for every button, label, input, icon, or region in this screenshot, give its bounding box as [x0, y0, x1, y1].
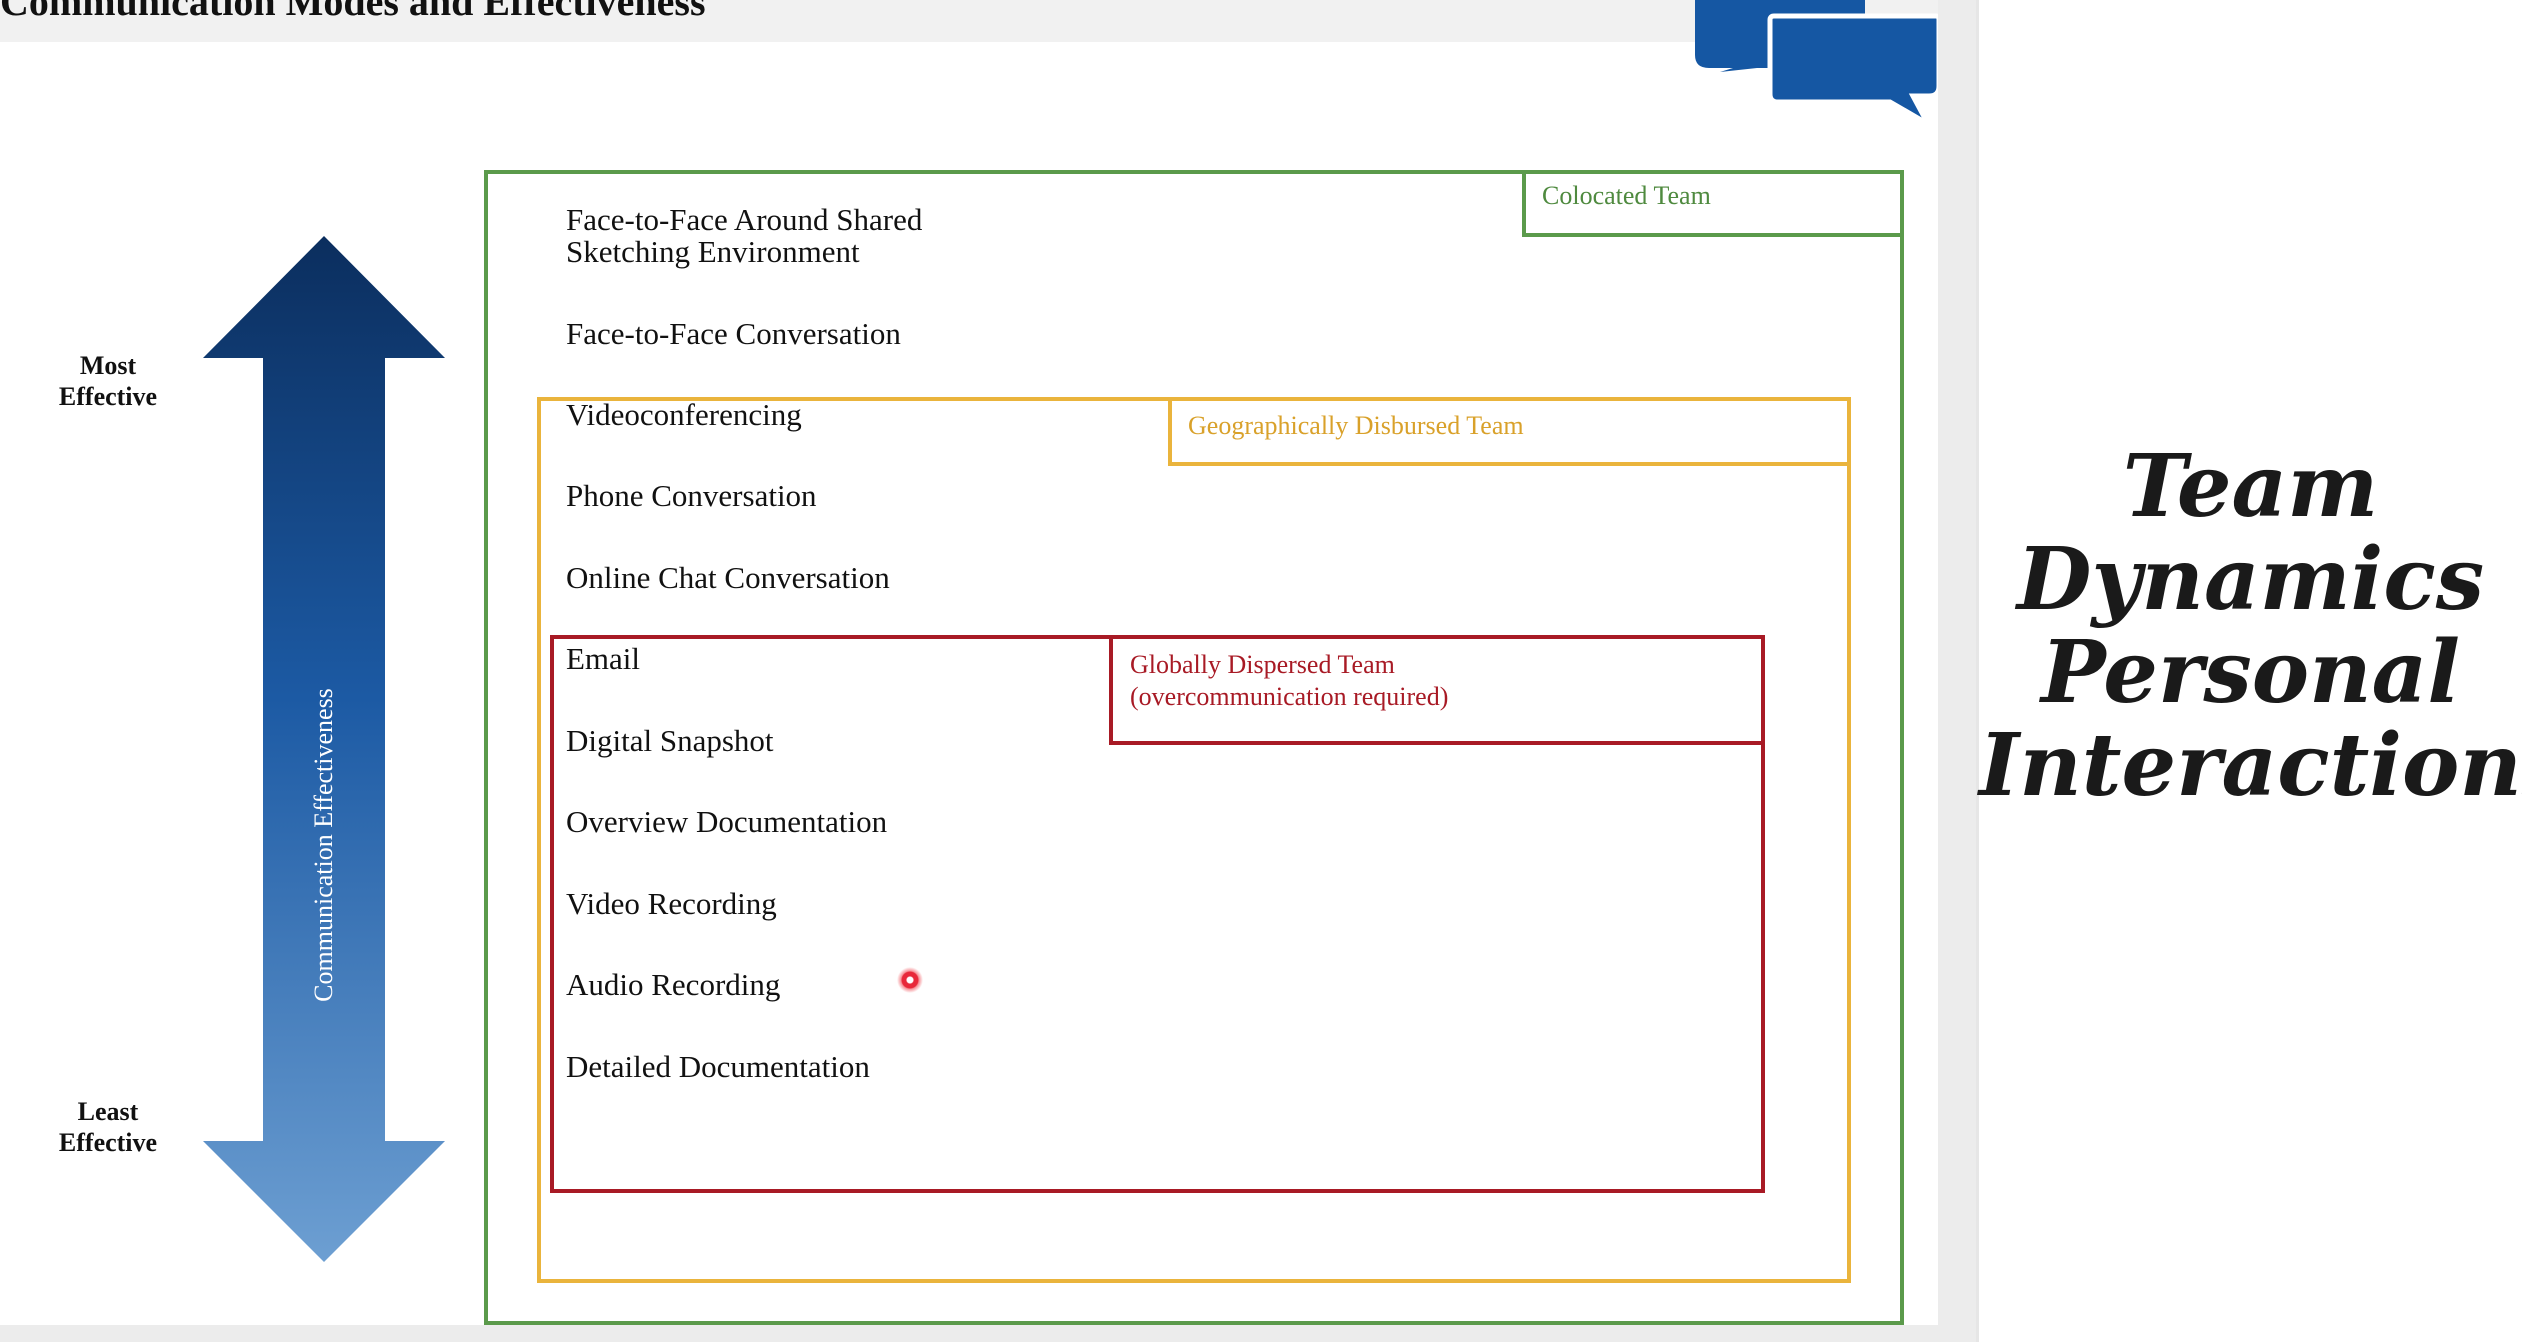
geographic-team-label: Geographically Disbursed Team [1188, 411, 1524, 440]
side-title-line3: Personal [2040, 622, 2461, 723]
pane-divider[interactable] [1976, 0, 1979, 1342]
mode-label: Face-to-Face Around Shared [566, 202, 923, 237]
slide-bottom-edge [0, 1325, 1976, 1342]
global-team-label-box [1109, 635, 1765, 745]
laser-pointer-icon [897, 967, 923, 993]
least-label-line2: Effective [58, 1128, 158, 1157]
mode-item: Online Chat Conversation [566, 560, 890, 595]
mode-item: Phone Conversation [566, 478, 817, 513]
mode-item: Audio Recording [566, 967, 781, 1002]
least-label-line1: Least [77, 1097, 139, 1126]
mode-item: Email [566, 641, 641, 676]
mode-item: Detailed Documentation [566, 1049, 870, 1084]
global-team-label: Globally Dispersed Team (overcommunicati… [1130, 649, 1448, 713]
side-title: Team Dynamics Personal Interactions [1979, 440, 2522, 812]
slide-title-band [0, 0, 1938, 42]
global-team-label-line1: Globally Dispersed Team [1130, 650, 1395, 679]
most-effective-label: Most Effective [28, 350, 188, 412]
most-label-line1: Most [79, 351, 137, 380]
mode-item: Overview Documentation [566, 804, 888, 839]
mode-item: Video Recording [566, 886, 777, 921]
colocated-team-label: Colocated Team [1542, 181, 1711, 210]
mode-item: Face-to-Face Around Shared Sketching Env… [566, 204, 922, 268]
axis-label: Communication Effectiveness [309, 688, 338, 1002]
chat-bubbles-icon [1695, 0, 1942, 128]
least-effective-label: Least Effective [28, 1096, 188, 1158]
colocated-team-label-box [1522, 170, 1904, 237]
side-title-line1: Team [2122, 436, 2379, 537]
slide-title: Communication Modes and Effectiveness [0, 0, 706, 24]
mode-item: Videoconferencing [566, 397, 802, 432]
global-team-label-line2: (overcommunication required) [1130, 682, 1449, 711]
mode-label-line2: Sketching Environment [566, 234, 860, 269]
colocated-team-box [484, 170, 1904, 1325]
mode-item: Digital Snapshot [566, 723, 774, 758]
side-title-line2: Dynamics [2016, 529, 2485, 630]
geographic-team-label-box [1168, 397, 1851, 466]
most-label-line2: Effective [58, 382, 158, 411]
slide-right-edge [1938, 0, 1976, 1342]
double-arrow-icon [203, 236, 445, 1262]
side-title-line4: Interactions [1979, 715, 2522, 816]
mode-item: Face-to-Face Conversation [566, 316, 901, 351]
